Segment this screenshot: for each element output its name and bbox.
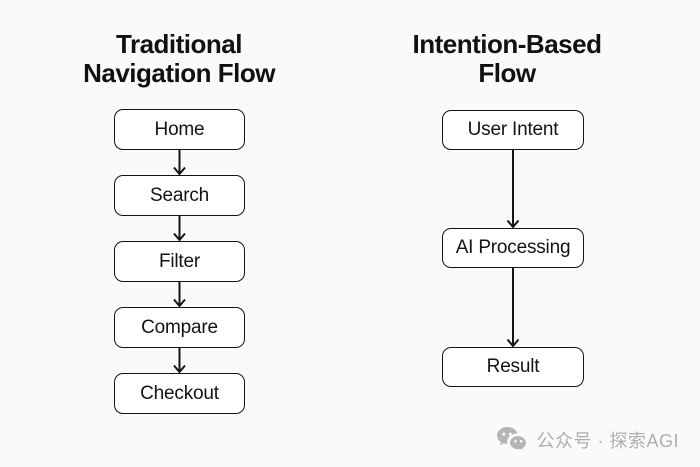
right-flow-title-line1: Intention-Based [412,29,602,59]
flow-node-label: Search [149,184,209,206]
watermark: 公众号 · 探索AGI [495,425,679,455]
flow-node-filter: Filter [114,241,245,282]
left-flow-title: Traditional Navigation Flow [39,30,319,88]
left-flow-title-line1: Traditional [116,29,242,59]
wechat-icon [497,427,528,453]
flow-node-label: Compare [141,316,218,338]
flow-node-user-intent: User Intent [442,110,584,150]
flow-node-label: Result [486,356,540,377]
flow-node-search: Search [114,175,245,216]
right-flow-title-line2: Flow [478,58,536,88]
flow-node-ai-processing: AI Processing [442,228,584,268]
flow-node-label: Checkout [140,382,219,404]
flow-node-label: User Intent [467,119,559,140]
flow-node-label: Home [154,118,205,140]
flow-node-checkout: Checkout [114,373,245,414]
right-flow-title: Intention-Based Flow [367,30,647,88]
flow-node-label: Filter [158,250,201,272]
flow-node-result: Result [442,347,584,387]
watermark-text: 公众号 · 探索AGI [536,431,679,451]
flow-node-label: AI Processing [455,237,571,258]
flow-node-home: Home [114,109,245,150]
left-flow-title-line2: Navigation Flow [83,58,275,88]
flow-node-compare: Compare [114,307,245,348]
